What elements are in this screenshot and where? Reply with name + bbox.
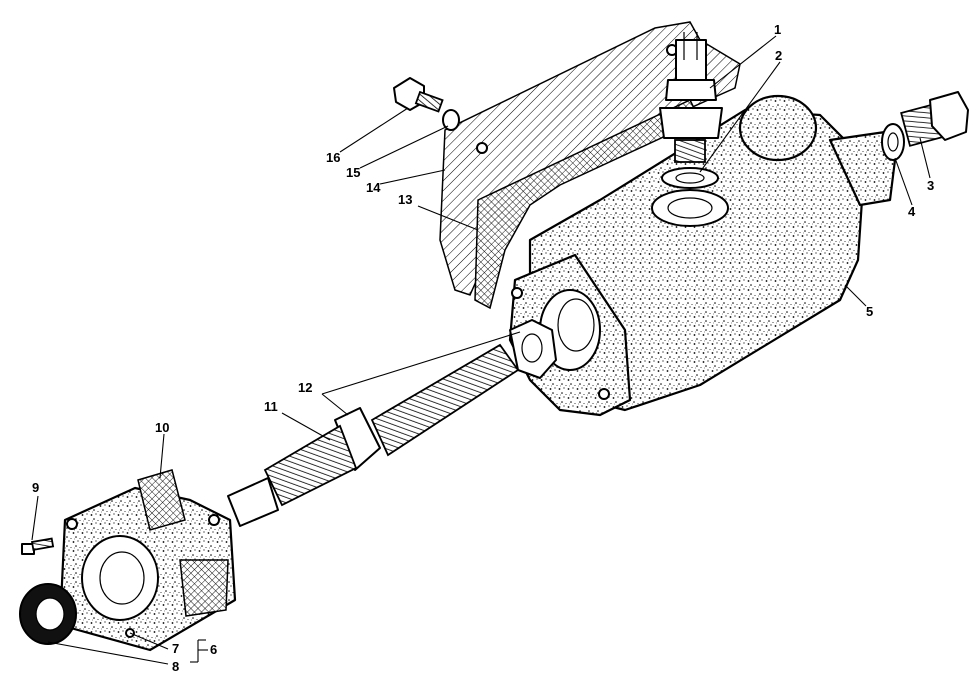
callout-8: 8: [172, 659, 179, 674]
callout-3: 3: [927, 178, 934, 193]
callout-9: 9: [32, 480, 39, 495]
cover-bolt: [393, 77, 444, 113]
callout-13: 13: [398, 192, 412, 207]
callout-1: 1: [774, 22, 781, 37]
callout-11: 11: [264, 399, 278, 414]
oil-seal: [19, 583, 77, 645]
lock-washer: [442, 109, 460, 131]
sealing-washer: [661, 167, 719, 189]
small-screw: [21, 537, 55, 555]
callout-4: 4: [908, 204, 916, 219]
leader-lines: [31, 35, 931, 665]
callout-10: 10: [155, 420, 169, 435]
end-plug: [900, 91, 969, 147]
pushrod: [227, 343, 520, 527]
callout-2: 2: [775, 48, 782, 63]
callout-14: 14: [366, 180, 381, 195]
callout-15: 15: [346, 165, 360, 180]
guide-housing: [58, 469, 237, 652]
pressure-switch: [659, 32, 723, 163]
callout-7: 7: [172, 641, 179, 656]
callouts: 1 2 3 4 5 6 7 8 9 10 11 12 13 14 15 16: [32, 22, 934, 674]
callout-12: 12: [298, 380, 312, 395]
main-body: [508, 94, 897, 417]
plug-washer: [881, 123, 905, 161]
callout-16: 16: [326, 150, 340, 165]
callout-5: 5: [866, 304, 873, 319]
callout-6: 6: [210, 642, 217, 657]
